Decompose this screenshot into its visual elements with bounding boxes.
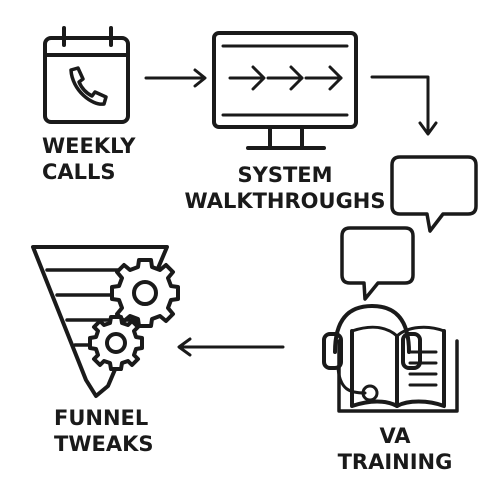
speech-bubble-icon [340, 226, 415, 301]
step-label-line: CALLS [42, 160, 116, 184]
step-label-line: SYSTEM [237, 163, 333, 187]
step-label-funnel-tweaks: FUNNEL TWEAKS [54, 405, 153, 457]
speech-bubble-icon [390, 155, 478, 233]
arrow-left-icon [177, 337, 285, 357]
step-label-line: VA [379, 424, 411, 448]
step-label-line: FUNNEL [54, 406, 149, 430]
step-label-line: WEEKLY [42, 134, 136, 158]
step-label-weekly-calls: WEEKLY CALLS [42, 133, 135, 185]
funnel-gears-icon [31, 245, 180, 398]
arrow-right-icon [144, 68, 207, 88]
step-label-line: TWEAKS [54, 432, 154, 456]
step-label-line: TRAINING [337, 450, 453, 474]
step-label-line: WALKTHROUGHS [184, 189, 386, 213]
monitor-arrows-icon [212, 31, 358, 150]
calendar-phone-icon [43, 26, 130, 124]
elbow-arrow-down-icon [370, 75, 438, 136]
step-label-va-training: VA TRAINING [330, 423, 460, 475]
headset-book-icon [322, 304, 459, 413]
step-label-system-walkthroughs: SYSTEM WALKTHROUGHS [180, 162, 390, 214]
